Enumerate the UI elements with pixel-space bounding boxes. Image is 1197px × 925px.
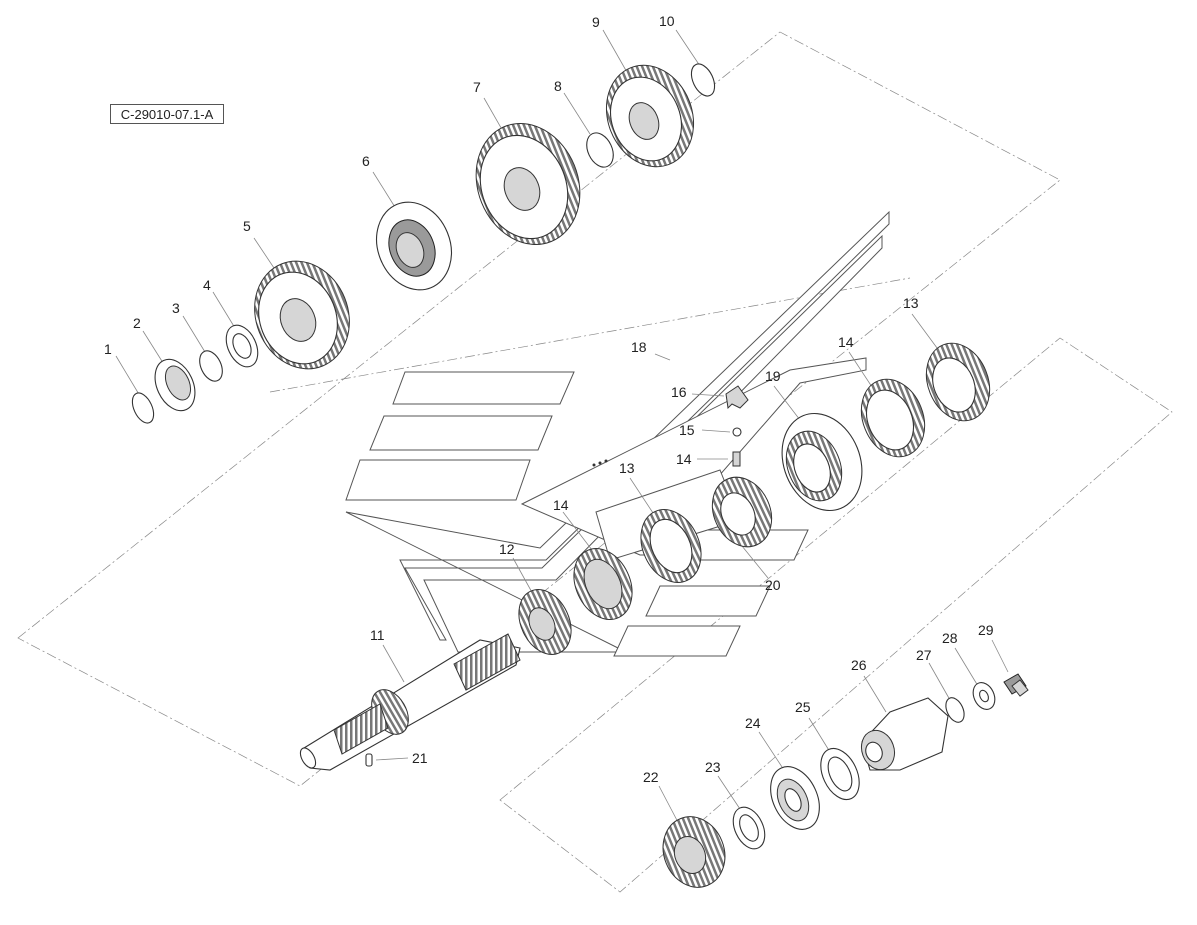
callout-6: 6 [362, 153, 370, 169]
seal-part-25 [820, 747, 860, 801]
callout-26: 26 [851, 657, 867, 673]
gear-part-9 [605, 64, 695, 168]
callout-15: 15 [679, 422, 695, 438]
callout-10: 10 [659, 13, 675, 29]
callout-14-lower: 14 [553, 497, 569, 513]
bearing-part-24 [770, 766, 820, 830]
callout-21: 21 [412, 750, 428, 766]
sliding-sleeve-part-19 [781, 412, 863, 512]
callout-11: 11 [370, 627, 385, 643]
callout-16: 16 [671, 384, 687, 400]
callout-24: 24 [745, 715, 761, 731]
callout-12: 12 [499, 541, 515, 557]
assembly-outline [345, 210, 890, 657]
callout-2: 2 [133, 315, 141, 331]
callout-28: 28 [942, 630, 958, 646]
ring-part-10 [690, 63, 716, 97]
washer-part-28 [972, 682, 996, 710]
synchro-ring-part-13-upper [925, 342, 991, 422]
callout-25: 25 [795, 699, 811, 715]
callout-8: 8 [554, 78, 562, 94]
callout-1: 1 [104, 341, 112, 357]
callout-13-lower: 13 [619, 460, 635, 476]
callout-5: 5 [243, 218, 251, 234]
ring-part-27 [945, 697, 965, 723]
washer-part-23 [732, 806, 766, 850]
synchro-hub-part-20 [711, 476, 773, 548]
synchro-ring-part-14-lower [573, 548, 633, 620]
spring-part [732, 451, 741, 467]
snap-ring-part [131, 392, 155, 424]
callout-3: 3 [172, 300, 180, 316]
callout-23: 23 [705, 759, 721, 775]
gear-part-22 [662, 816, 726, 888]
callout-29: 29 [978, 622, 994, 638]
callout-9: 9 [592, 14, 600, 30]
callout-20: 20 [765, 577, 781, 593]
callout-4: 4 [203, 277, 211, 293]
callout-27: 27 [916, 647, 932, 663]
synchro-ring-part-14-upper [860, 378, 926, 458]
callout-19: 19 [765, 368, 781, 384]
washer-part [225, 324, 259, 368]
detent-ball-part [732, 427, 742, 437]
callout-14-upper: 14 [838, 334, 854, 350]
spacer-part [199, 350, 223, 382]
synchro-ring-part-13-lower [640, 509, 702, 583]
parts [131, 63, 1029, 888]
main-shaft-part-11 [299, 633, 521, 771]
gear-part-12 [518, 589, 572, 655]
gear-part-7 [475, 123, 581, 245]
shifting-key-part [725, 385, 749, 410]
bolt-part-29 [1003, 673, 1029, 697]
callout-14-spring: 14 [676, 451, 692, 467]
yoke-part-26 [860, 697, 949, 771]
callout-22: 22 [643, 769, 659, 785]
callout-labels: 1 2 3 4 5 6 7 8 9 10 11 12 13 13 14 14 1… [104, 13, 994, 785]
pin-part [365, 753, 373, 767]
gear-part-5 [254, 260, 350, 370]
callout-18: 18 [631, 339, 647, 355]
synchro-hub-part-6 [376, 201, 452, 291]
circlip-part [586, 132, 614, 168]
callout-7: 7 [473, 79, 481, 95]
callout-13-upper: 13 [903, 295, 919, 311]
diagram-reference-code: C-29010-07.1-A [110, 104, 224, 124]
bearing-part [154, 358, 196, 412]
leader-lines [115, 29, 1009, 827]
